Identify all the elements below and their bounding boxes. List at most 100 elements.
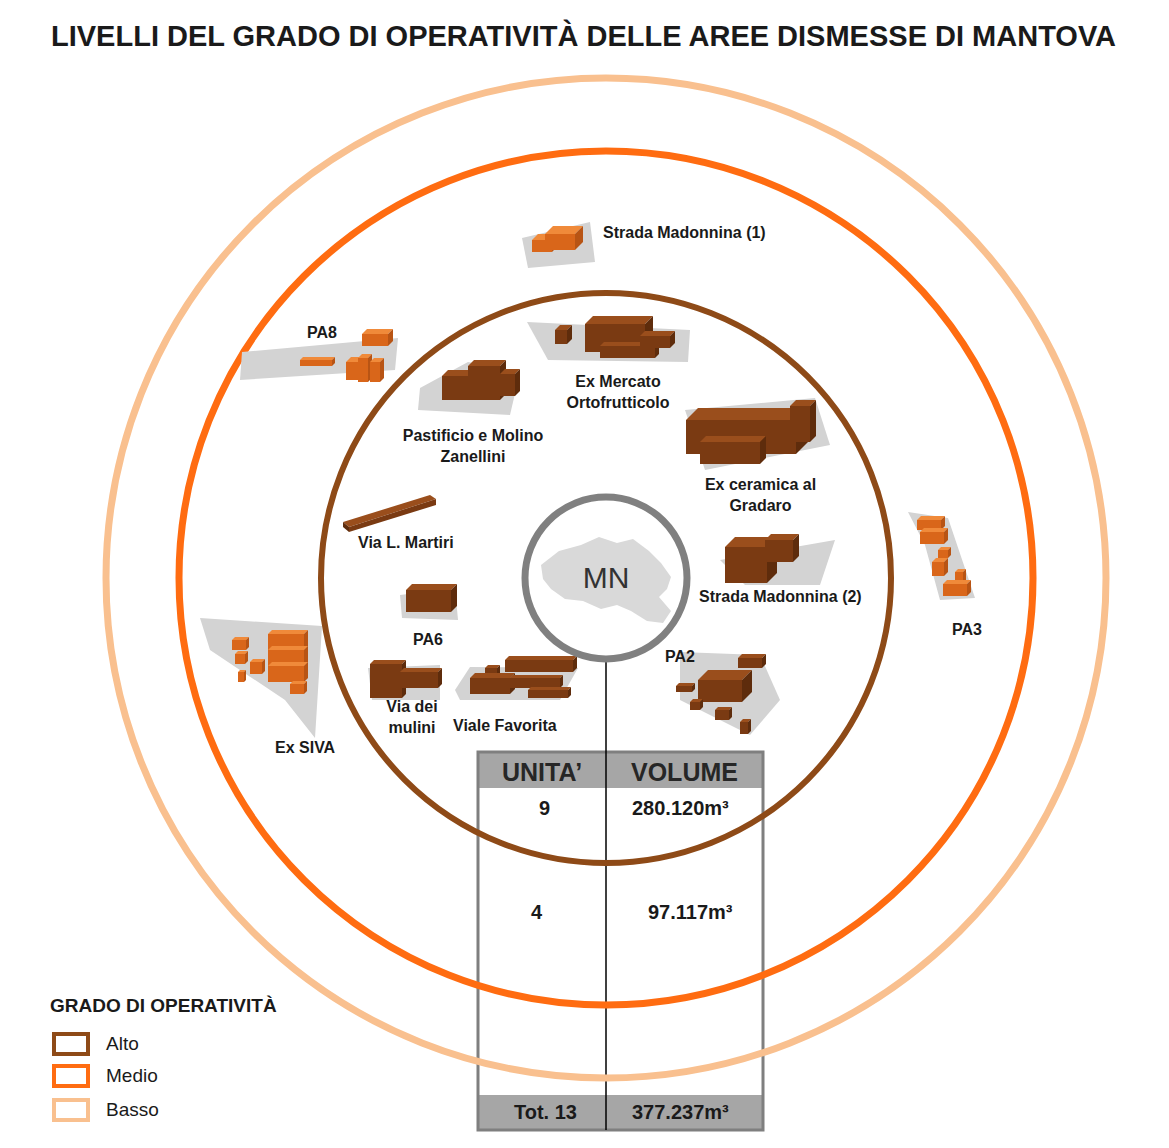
table-cell: 9	[539, 795, 550, 821]
building-front	[690, 702, 700, 710]
building-roof	[362, 329, 393, 334]
building-roof	[300, 357, 335, 360]
table-total: 377.237m³	[632, 1099, 729, 1125]
site-footprint	[400, 588, 458, 620]
building-roof	[510, 675, 563, 678]
building-side	[762, 654, 766, 668]
building-front	[268, 666, 304, 682]
building-side	[438, 668, 442, 688]
city-code: MN	[583, 561, 630, 595]
table-total: Tot. 13	[514, 1099, 577, 1125]
building-front	[468, 366, 500, 400]
building-front	[370, 664, 402, 698]
building-side	[700, 699, 703, 710]
building-roof	[505, 656, 577, 660]
area-name: Ex Mercato Ortofrutticolo	[548, 372, 688, 414]
building-front	[500, 374, 515, 396]
building-roof	[406, 584, 457, 590]
building-front	[790, 406, 810, 442]
building-front	[700, 442, 760, 464]
legend-swatch	[52, 1098, 90, 1122]
building-side	[729, 707, 732, 720]
building-side	[967, 580, 971, 596]
axis-line	[605, 660, 607, 1130]
building-front	[528, 690, 568, 698]
building-front	[400, 672, 438, 688]
area-name: Ex ceramica al Gradaro	[693, 475, 828, 517]
building-side	[244, 670, 246, 682]
building-roof	[676, 683, 695, 686]
building-roof	[400, 668, 442, 672]
site-footprint	[418, 362, 520, 415]
building-roof	[268, 630, 308, 634]
building-front	[545, 234, 575, 250]
legend-text: Basso	[106, 1099, 159, 1121]
building-side	[742, 670, 752, 702]
building-side	[343, 522, 349, 532]
building-roof	[470, 673, 515, 678]
table-header: UNITA’	[502, 756, 582, 789]
area-name: Viale Favorita	[453, 716, 557, 737]
area-name: Pastificio e Molino Zanellini	[398, 426, 548, 468]
table-header: VOLUME	[631, 756, 738, 789]
building-side	[560, 675, 563, 688]
building-front	[738, 658, 762, 668]
building-side	[567, 325, 572, 344]
building-side	[670, 331, 675, 348]
building-roof	[468, 360, 506, 366]
ring-medium	[179, 151, 1033, 1005]
building-front	[349, 499, 436, 532]
building-roof	[370, 660, 406, 664]
building-roof	[943, 580, 971, 584]
building-roof	[686, 408, 808, 420]
building-side	[944, 528, 948, 544]
building-side	[760, 436, 766, 464]
city-circle: MN	[521, 493, 691, 663]
ring-high	[321, 293, 891, 863]
site-footprint	[685, 398, 830, 470]
area-name: Strada Madonnina (1)	[603, 223, 766, 244]
building-front	[943, 584, 967, 596]
building-front	[932, 562, 944, 576]
area-name: Via L. Martiri	[358, 533, 454, 554]
table-cell: 4	[531, 899, 542, 925]
building-front	[938, 550, 948, 558]
area-name: PA8	[307, 323, 337, 344]
building-front	[290, 684, 304, 694]
building-side	[575, 226, 583, 250]
building-front	[370, 362, 380, 382]
table-footer	[478, 1095, 763, 1130]
building-side	[388, 329, 393, 346]
legend-swatch	[52, 1032, 90, 1056]
building-side	[568, 687, 571, 698]
building-roof	[917, 516, 945, 520]
area-name: PA6	[413, 630, 443, 651]
building-front	[470, 678, 510, 694]
building-front	[725, 547, 767, 583]
building-side	[944, 558, 948, 576]
building-side	[573, 656, 577, 672]
building-front	[250, 662, 262, 674]
building-roof	[700, 436, 766, 442]
building-front	[920, 532, 944, 544]
building-side	[692, 683, 695, 692]
building-side	[380, 358, 384, 382]
building-side	[304, 662, 308, 682]
building-roof	[268, 646, 308, 650]
building-front	[362, 334, 388, 346]
building-front	[406, 590, 451, 612]
table-header	[478, 752, 763, 788]
legend-swatch	[52, 1064, 90, 1088]
area-name: Ex SIVA	[275, 738, 335, 759]
building-side	[748, 719, 751, 734]
area-name: PA2	[665, 647, 695, 668]
site-footprint	[522, 222, 595, 268]
building-side	[245, 651, 248, 664]
area-name: Via dei mulini	[373, 697, 451, 739]
building-roof	[738, 654, 766, 658]
building-roof	[920, 528, 948, 532]
building-roof	[232, 637, 249, 640]
building-roof	[268, 662, 308, 666]
building-roof	[528, 687, 571, 690]
site-footprint	[680, 652, 780, 735]
